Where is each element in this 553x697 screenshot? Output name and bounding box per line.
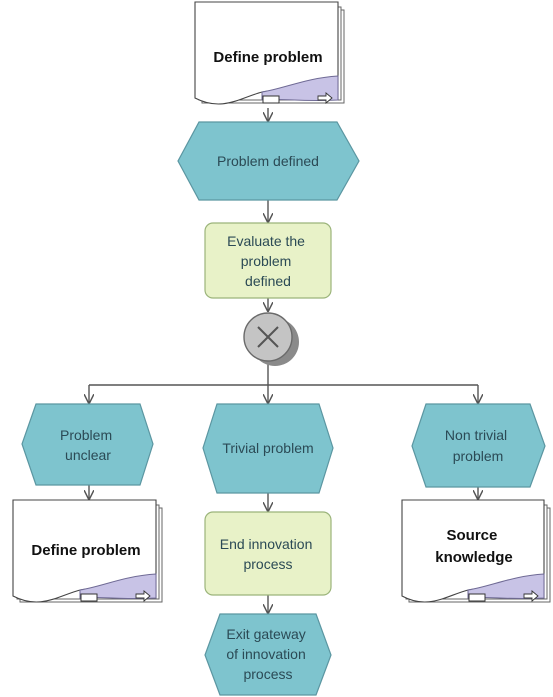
document-define-problem-left: Define problem (12, 499, 163, 603)
event-label: Problem unclear (60, 427, 116, 463)
function-label-line: Evaluate the (227, 233, 305, 249)
event-label: Trivial problem (222, 440, 313, 456)
function-label-line: defined (245, 273, 291, 289)
event-label: Problem defined (217, 153, 319, 169)
document-label: Define problem (31, 542, 140, 559)
function-label: Evaluate the problem defined (227, 233, 309, 289)
event-label-line: Exit gateway (226, 626, 305, 642)
function-label-line: problem (241, 253, 292, 269)
document-source-knowledge: Source knowledge (401, 499, 551, 603)
xor-gateway-icon (243, 312, 299, 366)
document-arrow-icon (523, 590, 539, 602)
function-evaluate-problem: Evaluate the problem defined (204, 222, 332, 299)
document-label: Define problem (213, 49, 322, 66)
event-label-line: Non trivial (445, 427, 507, 443)
document-label: Source knowledge (435, 527, 513, 566)
event-label: Non trivial problem (445, 427, 511, 464)
event-label-line: of innovation (226, 646, 305, 662)
document-arrow-icon (317, 92, 333, 104)
document-marker-icon (80, 593, 98, 602)
event-problem-defined: Problem defined (177, 121, 360, 201)
event-label-line: Problem (60, 427, 112, 443)
document-label-line: Source (446, 527, 497, 544)
document-define-problem-top: Define problem (194, 1, 345, 105)
event-label: Exit gateway of innovation process (226, 626, 309, 682)
function-label-line: process (243, 556, 292, 572)
function-end-innovation-process: End innovation process (204, 511, 332, 596)
connectors (89, 108, 478, 613)
event-label-line: process (243, 666, 292, 682)
event-label-line: unclear (65, 447, 111, 463)
event-label-line: problem (453, 448, 504, 464)
event-non-trivial-problem: Non trivial problem (411, 403, 546, 488)
function-label: End innovation process (220, 536, 317, 572)
document-marker-icon (468, 593, 486, 602)
function-label-line: End innovation (220, 536, 313, 552)
event-exit-gateway: Exit gateway of innovation process (204, 613, 332, 696)
event-trivial-problem: Trivial problem (202, 403, 334, 494)
document-marker-icon (262, 95, 280, 104)
document-label-line: knowledge (435, 549, 513, 566)
event-problem-unclear: Problem unclear (21, 403, 154, 486)
document-arrow-icon (135, 590, 151, 602)
